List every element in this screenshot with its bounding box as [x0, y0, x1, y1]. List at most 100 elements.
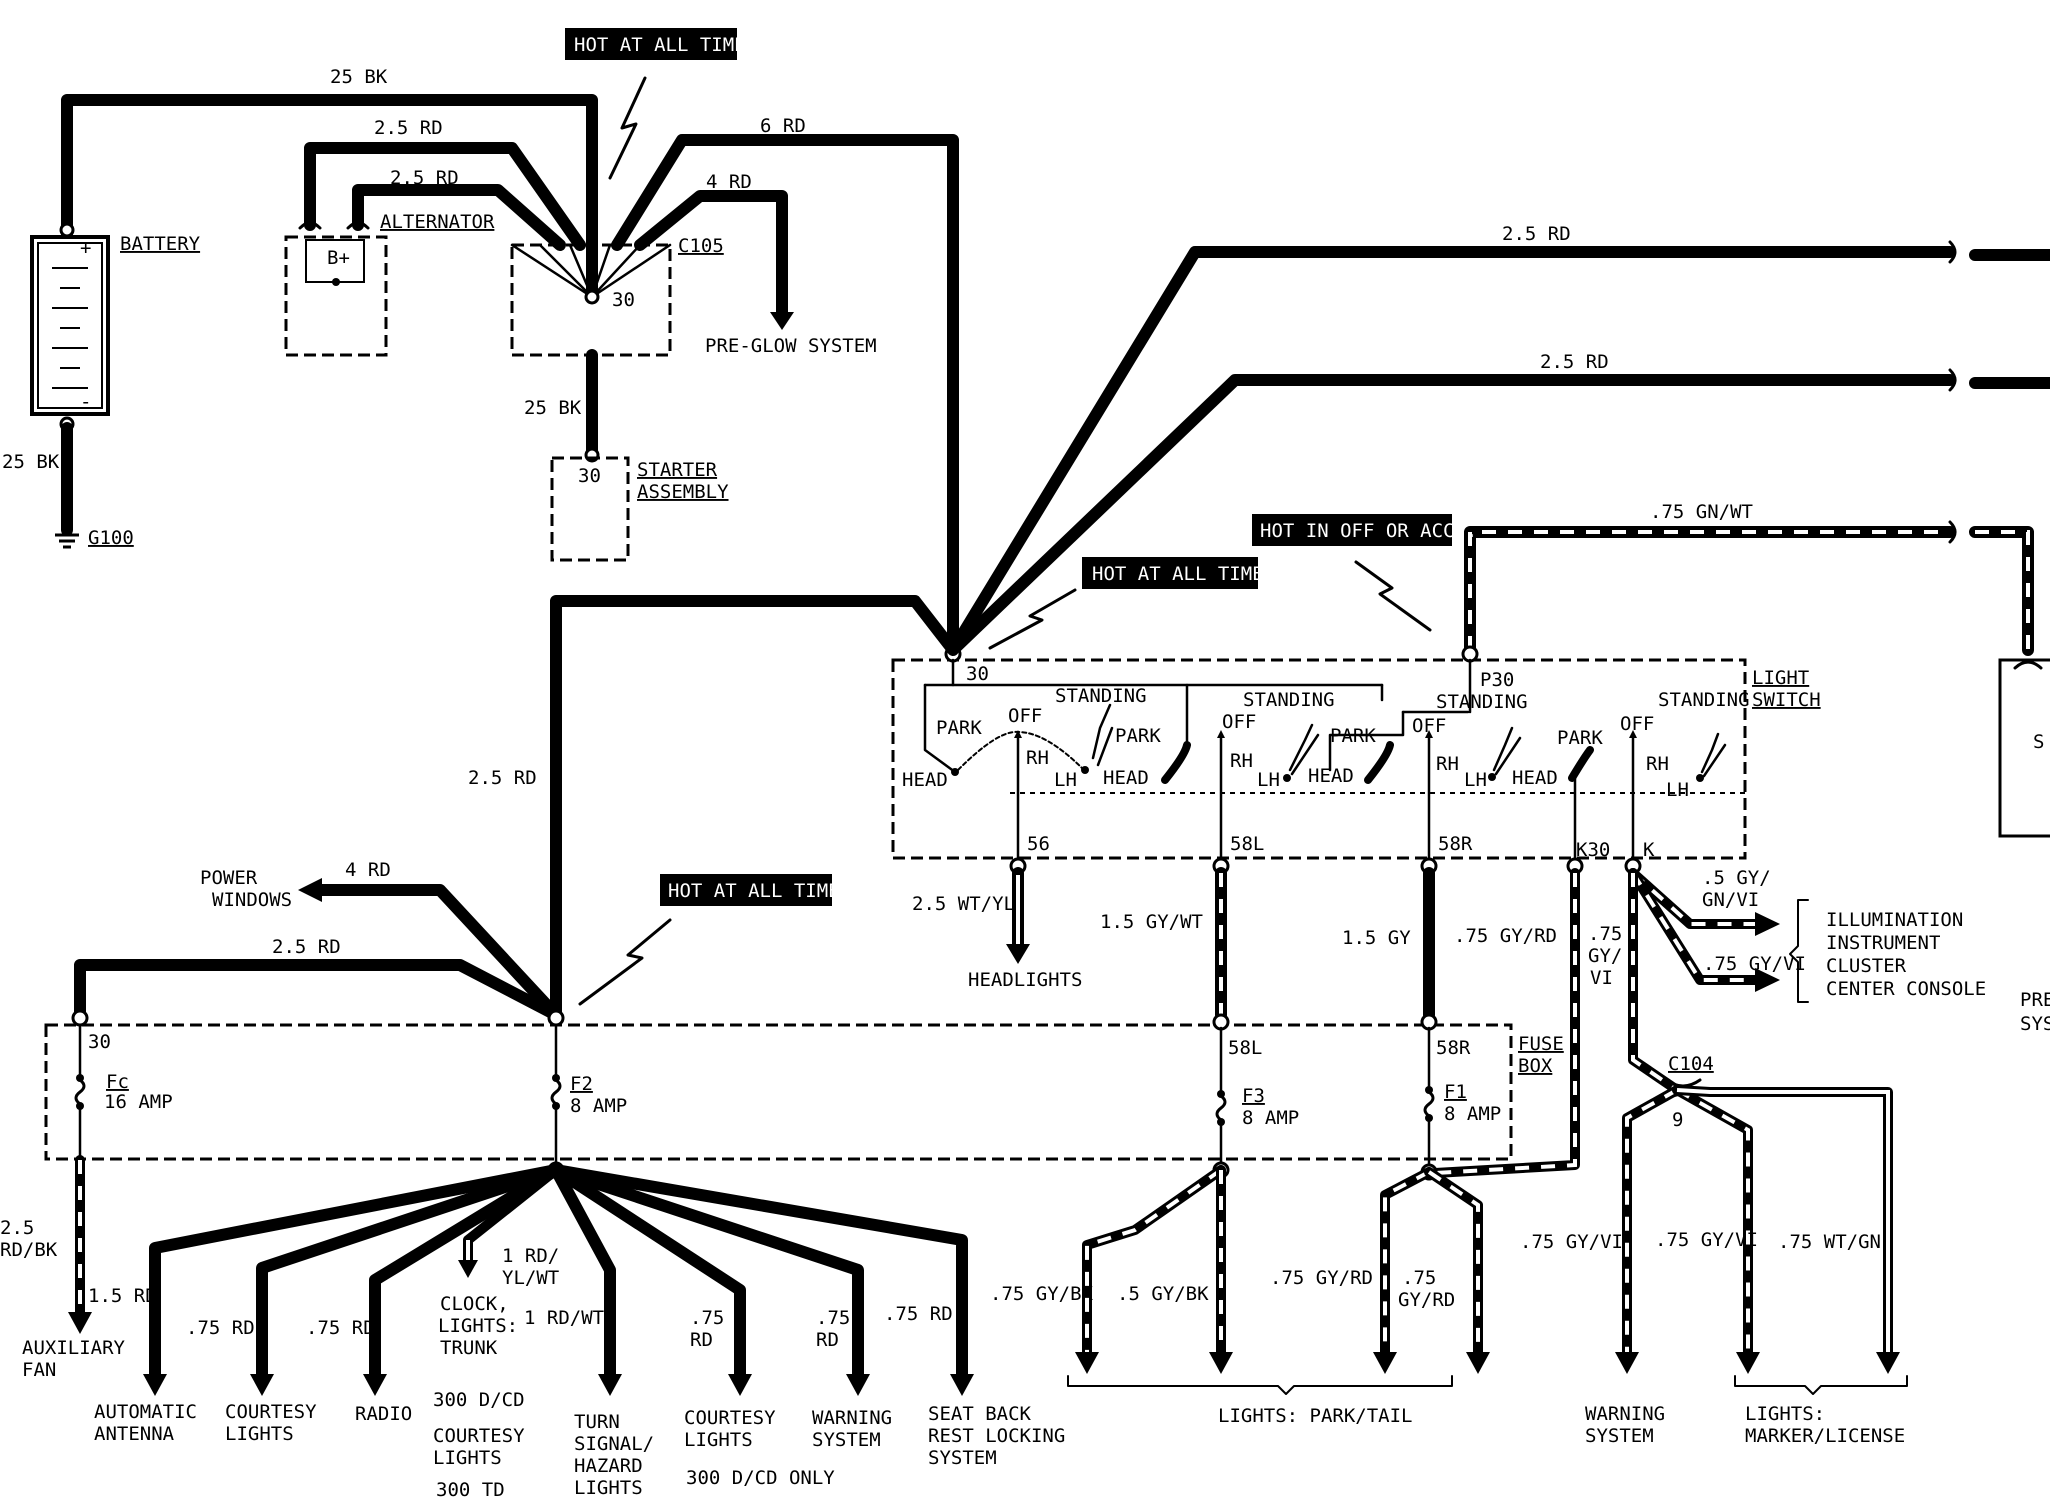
wire-label-25bk-top: 25 BK	[330, 66, 388, 88]
switch3-park: PARK	[1330, 725, 1376, 747]
light-switch-label-1: LIGHT	[1752, 667, 1809, 689]
wire-label-75gyvi-warn: .75 GY/VI	[1520, 1231, 1623, 1253]
wire-label-25rd-switch: 2.5 RD	[468, 767, 537, 789]
switch1-off: OFF	[1008, 705, 1042, 727]
clock-label-1: CLOCK,	[440, 1293, 509, 1315]
switch-term-58r: 58R	[1438, 833, 1473, 855]
lightning-switch-icon	[988, 588, 1077, 650]
note-300-only: 300 D/CD ONLY	[686, 1467, 835, 1489]
wire-label-75gyvi-ill: .75 GY/VI	[1703, 953, 1806, 975]
fc-output: 2.5 RD/BK 1.5 RD AUXILIARY FAN	[0, 1155, 157, 1381]
c105-section: 30 C105 6 RD 4 RD PRE-GLOW SYSTEM 25 BK …	[510, 115, 959, 662]
wire-6rd	[611, 134, 959, 662]
wire-label-25rd-right2: 2.5 RD	[1540, 351, 1609, 373]
fuse-box: FUSE BOX 30 Fc 16 AMP F2 8 AMP 58L F3 8 …	[44, 1009, 1564, 1170]
wire-4rd-power	[314, 884, 562, 1021]
fuse-box-label-2: BOX	[1518, 1055, 1553, 1077]
wire-label-25bk-ground: 25 BK	[2, 451, 60, 473]
wire-label-75gyrd-p2a: .75	[1402, 1267, 1436, 1289]
battery-minus-label: -	[80, 391, 91, 413]
switch3-rh: RH	[1436, 753, 1459, 775]
fuse-box-outline	[44, 1023, 1513, 1161]
wire-75gybk	[1082, 1165, 1226, 1363]
wire-label-1rdylwt-b: YL/WT	[502, 1267, 559, 1289]
battery-section: + - BATTERY G100 25 BK 25 BK	[2, 66, 598, 549]
wire-75rd-courtesy	[256, 1164, 562, 1384]
warning-label-2: SYSTEM	[812, 1429, 881, 1451]
wire-label-5gygnvi-b: GN/VI	[1702, 889, 1759, 911]
switch1-rh: RH	[1026, 747, 1049, 769]
arrow-park2-icon	[1209, 1352, 1233, 1374]
clock-label-2: LIGHTS:	[438, 1315, 518, 1337]
battery-symbol	[30, 235, 110, 416]
courtesy-label-2: LIGHTS	[225, 1423, 294, 1445]
wire-label-75rd-c1: .75	[690, 1307, 724, 1329]
wire-25rd-a	[304, 142, 586, 251]
wire-label-75gyvi-mk: .75 GY/VI	[1655, 1229, 1758, 1251]
wire-label-25wtyl: 2.5 WT/YL	[912, 893, 1015, 915]
switch2-lh: LH	[1257, 769, 1280, 791]
fuse-term-58l: 58L	[1228, 1037, 1262, 1059]
fuse-feed: 2.5 RD 4 RD POWER WINDOWS 2.5 RD	[74, 595, 959, 1021]
seat-label-2: REST LOCKING	[928, 1425, 1065, 1447]
illum-label-4: CENTER CONSOLE	[1826, 978, 1986, 1000]
fuse-term-58r: 58R	[1436, 1037, 1471, 1059]
turn-label-3: HAZARD	[574, 1455, 643, 1477]
arrow-marker2-icon	[1876, 1352, 1900, 1374]
light-switch-box	[891, 658, 1747, 860]
wire-25rd-fc	[74, 959, 562, 1021]
arrow-illum-1-icon	[1755, 912, 1780, 936]
warning2-label-1: WARNING	[1585, 1403, 1665, 1425]
c105-terminal: 30	[612, 289, 635, 311]
arrow-headlights-icon	[1006, 944, 1030, 964]
alternator-section: B+ ALTERNATOR 2.5 RD 2.5 RD	[284, 117, 586, 357]
arrow-turn-icon	[598, 1374, 622, 1396]
wire-label-15gy: 1.5 GY	[1342, 927, 1411, 949]
antenna-label-1: AUTOMATIC	[94, 1401, 197, 1423]
lightning-accy-icon	[1354, 560, 1432, 632]
switch2-park: PARK	[1115, 725, 1161, 747]
wire-75gyvi-mk	[1672, 1085, 1753, 1363]
wire-label-75gyrd: .75 GY/RD	[1454, 925, 1557, 947]
arrow-park1-icon	[1075, 1352, 1099, 1374]
power-windows-label-1: POWER	[200, 867, 258, 889]
headlights-label: HEADLIGHTS	[968, 969, 1082, 991]
wire-label-75rd-c2: RD	[690, 1329, 713, 1351]
wire-25rd-b	[352, 184, 566, 251]
arrow-aux-fan-icon	[68, 1312, 92, 1334]
starter-label-2: ASSEMBLY	[637, 481, 729, 503]
arrow-seat-icon	[950, 1374, 974, 1396]
fuse-f1-icon	[1423, 1090, 1435, 1118]
wire-75rd-court2	[550, 1164, 746, 1384]
wire-label-75rd-w1: .75	[816, 1307, 850, 1329]
wire-label-25bk-starter: 25 BK	[524, 397, 582, 419]
fuse-fc-icon	[74, 1078, 86, 1106]
wire-label-75gybk: .75 GY/BK	[990, 1283, 1094, 1305]
wire-4rd-preglow	[634, 190, 788, 324]
fuse-term-30: 30	[88, 1031, 111, 1053]
wire-75wtgn	[1672, 1085, 1893, 1363]
park-tail-outputs: .75 GY/BK .5 GY/BK .75 GY/RD .75 GY/RD L…	[990, 1161, 1490, 1427]
switch2-off: OFF	[1222, 711, 1256, 733]
fuse-fc-name: Fc	[106, 1071, 129, 1093]
wire-radio	[369, 1164, 562, 1384]
banner-hot-switch: HOT AT ALL TIMES	[988, 557, 1275, 650]
wire-label-75rd-w2: RD	[816, 1329, 839, 1351]
battery-plus-label: +	[80, 237, 91, 259]
court2-label-2: LIGHTS	[684, 1429, 753, 1451]
wire-75gyrd-p1	[1380, 1167, 1434, 1363]
antenna-label-2: ANTENNA	[94, 1423, 175, 1445]
note-courtesy-2: LIGHTS	[433, 1447, 502, 1469]
wire-25rd-right1	[947, 246, 1956, 656]
battery-label: BATTERY	[120, 233, 201, 255]
switch-term-58l: 58L	[1230, 833, 1264, 855]
switch4-standing: STANDING	[1658, 689, 1750, 711]
switch1-park: PARK	[936, 717, 982, 739]
wire-label-75wtgn: .75 WT/GN	[1778, 1231, 1881, 1253]
wire-label-15gywt: 1.5 GY/WT	[1100, 911, 1203, 933]
power-windows-label-2: WINDOWS	[212, 889, 292, 911]
wire-label-75rd-ant: .75 RD	[186, 1317, 255, 1339]
wire-25rd-right2	[947, 374, 1956, 656]
arrow-courtesy-icon	[250, 1374, 274, 1396]
